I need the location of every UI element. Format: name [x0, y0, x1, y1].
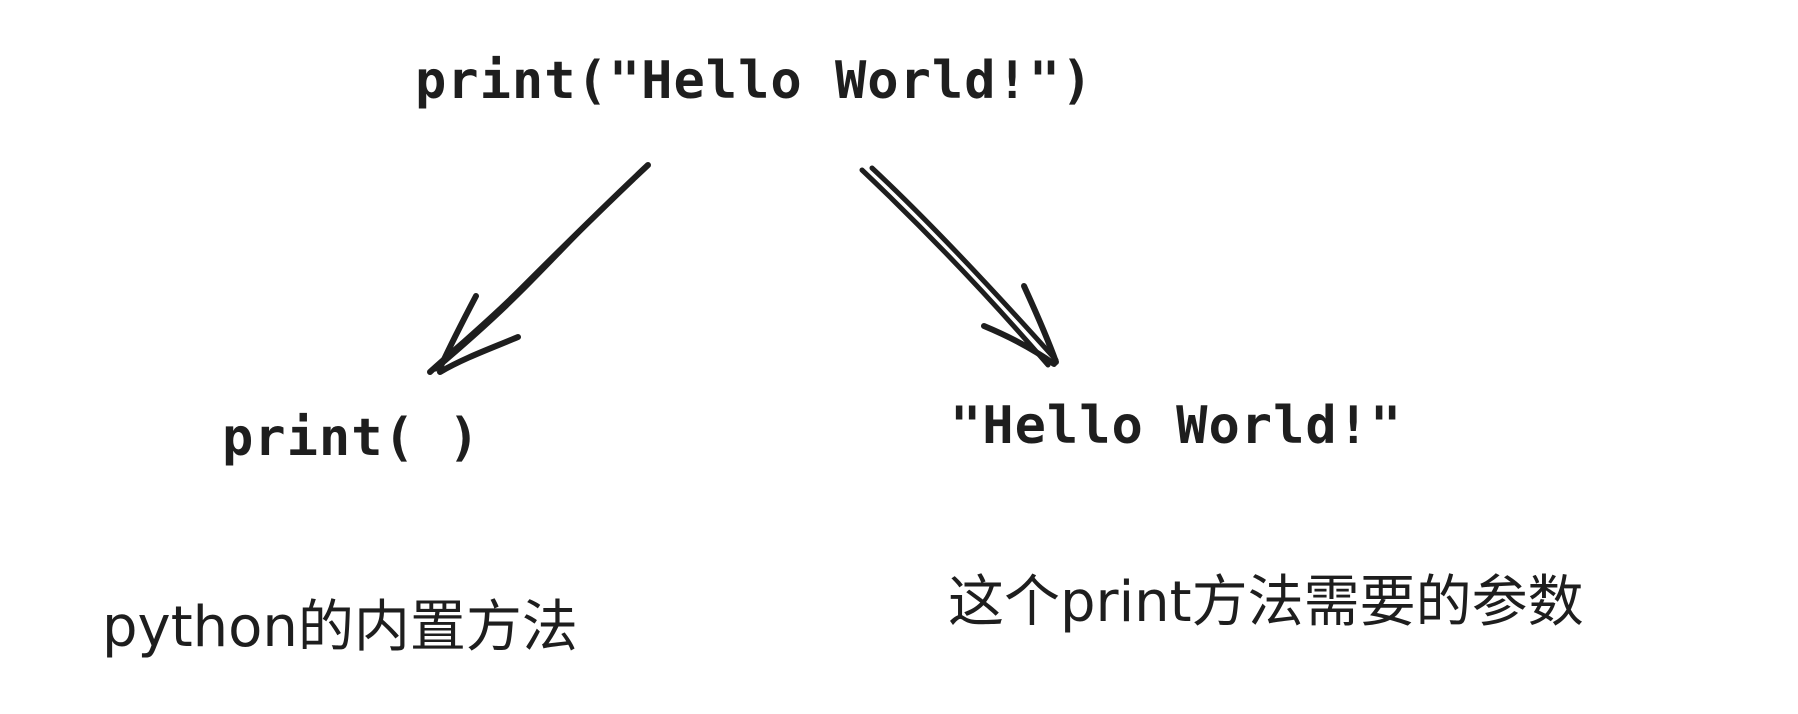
left-arrow-shaft-stroke — [434, 166, 648, 372]
left-arrow — [427, 162, 651, 375]
left-code-label: print( ) — [222, 408, 481, 468]
left-caption: python的内置方法 — [102, 595, 578, 660]
left-arrow-head-right — [437, 334, 521, 375]
right-code-label: "Hello World!" — [950, 396, 1403, 456]
right-arrow-head-down — [981, 323, 1057, 367]
left-arrow-head-left — [437, 293, 479, 371]
right-arrow — [859, 165, 1059, 368]
right-arrow-shaft-a — [859, 167, 1051, 368]
right-caption: 这个print方法需要的参数 — [948, 570, 1584, 635]
right-arrow-shaft-b — [869, 165, 1059, 363]
right-arrow-head-up — [1021, 283, 1059, 365]
top-code-label: print("Hello World!") — [415, 51, 1094, 111]
